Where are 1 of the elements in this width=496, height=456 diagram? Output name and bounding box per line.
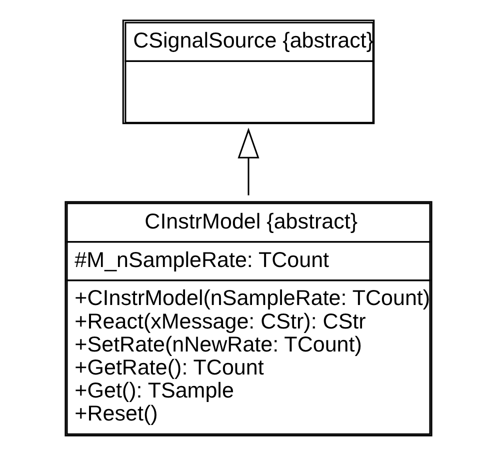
arrow <box>237 128 259 196</box>
